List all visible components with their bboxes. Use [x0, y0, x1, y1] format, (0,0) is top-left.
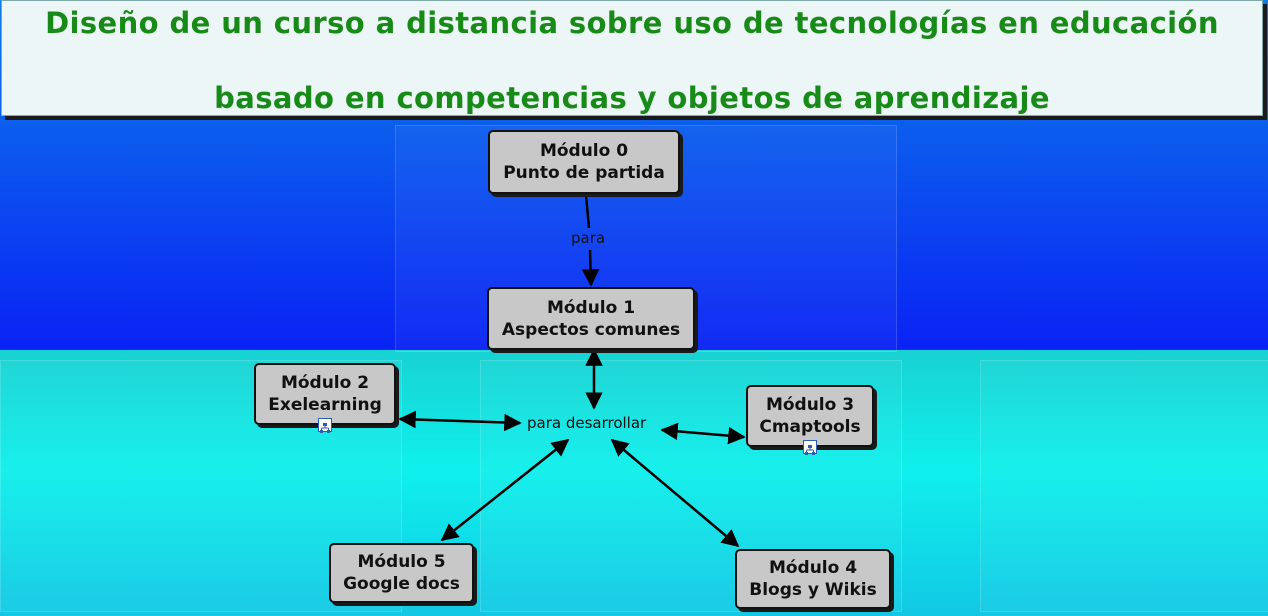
link-desarrollar-m5: [440, 438, 570, 542]
map-title-line-1: Diseño de un curso a distancia sobre uso…: [45, 6, 1219, 40]
background-texture-panel: [980, 360, 1268, 612]
node-modulo-5[interactable]: Módulo 5 Google docs: [329, 543, 474, 603]
link-desarrollar-m3: [660, 422, 746, 445]
map-title-line-2: basado en competencias y objetos de apre…: [214, 81, 1050, 115]
map-title: Diseño de un curso a distancia sobre uso…: [1, 0, 1263, 116]
link-desarrollar-m4: [610, 438, 740, 548]
link-para-m1: [581, 249, 600, 287]
node-modulo-2-title: Módulo 2: [280, 373, 370, 393]
node-modulo-0[interactable]: Módulo 0 Punto de partida: [488, 130, 680, 194]
node-modulo-5-subtitle: Google docs: [343, 574, 460, 594]
node-modulo-1[interactable]: Módulo 1 Aspectos comunes: [487, 287, 695, 350]
node-modulo-4-title: Módulo 4: [768, 558, 858, 578]
link-m2-desarrollar: [398, 410, 522, 432]
node-modulo-1-subtitle: Aspectos comunes: [501, 319, 681, 340]
node-modulo-0-subtitle: Punto de partida: [503, 163, 665, 183]
node-modulo-3[interactable]: Módulo 3 Cmaptools: [746, 385, 874, 447]
link-label-para-desarrollar: para desarrollar: [527, 414, 647, 432]
node-modulo-3-subtitle: Cmaptools: [759, 417, 861, 437]
node-modulo-5-title: Módulo 5: [357, 552, 446, 572]
node-modulo-4-subtitle: Blogs y Wikis: [749, 580, 877, 600]
concept-map-icon[interactable]: [803, 440, 817, 455]
node-modulo-2-subtitle: Exelearning: [268, 395, 382, 415]
node-modulo-1-title: Módulo 1: [546, 297, 636, 318]
node-modulo-0-title: Módulo 0: [539, 141, 629, 161]
concept-map-icon[interactable]: [318, 418, 332, 433]
node-modulo-2[interactable]: Módulo 2 Exelearning: [254, 363, 396, 425]
node-modulo-4[interactable]: Módulo 4 Blogs y Wikis: [735, 549, 891, 609]
link-label-para: para: [571, 229, 606, 247]
node-modulo-3-title: Módulo 3: [765, 395, 855, 415]
link-m0-para: [584, 194, 591, 229]
